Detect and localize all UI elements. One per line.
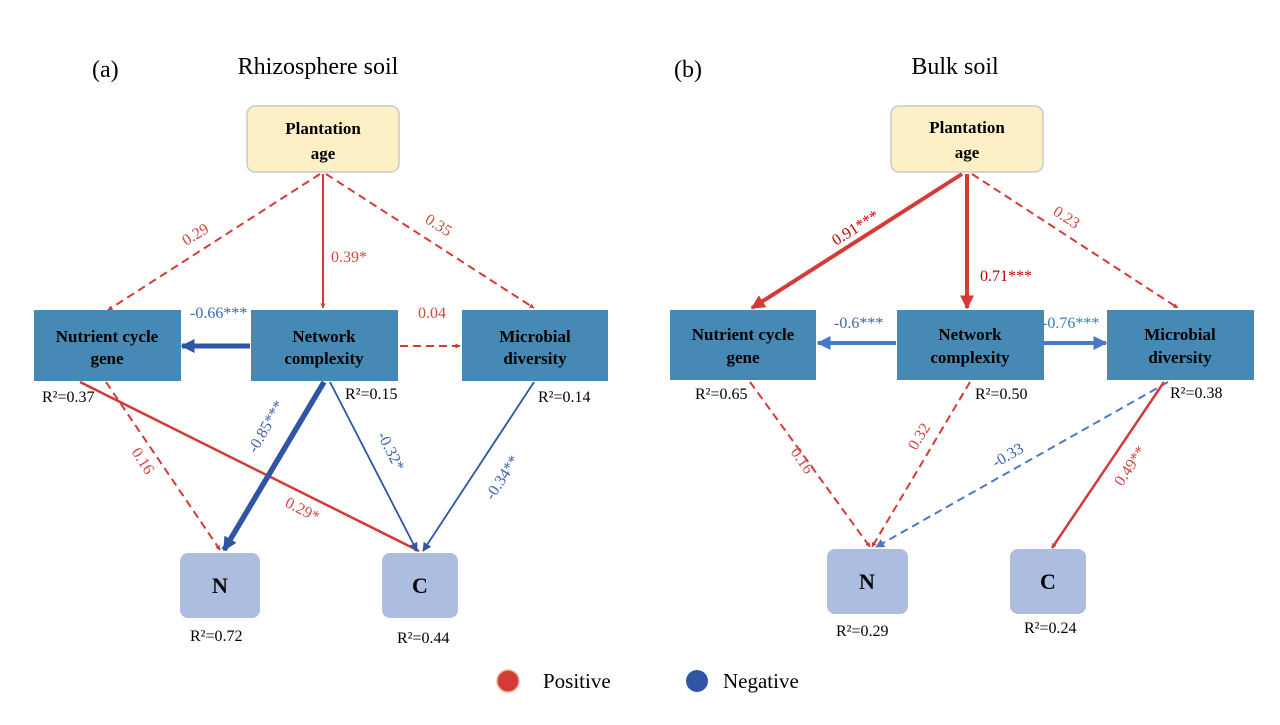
svg-text:Plantation: Plantation bbox=[929, 118, 1005, 137]
svg-text:diversity: diversity bbox=[1148, 348, 1212, 367]
node-a-plantation-age: Plantation age bbox=[246, 105, 400, 173]
svg-text:gene: gene bbox=[90, 349, 124, 368]
r2-a-microbial: R²=0.14 bbox=[538, 389, 591, 406]
coef-b-age-network: 0.71*** bbox=[980, 268, 1032, 285]
svg-text:diversity: diversity bbox=[503, 349, 567, 368]
coef-b-microbial-n: -0.33 bbox=[990, 440, 1027, 471]
coef-a-age-microbial: 0.35 bbox=[422, 211, 455, 240]
r2-a-c: R²=0.44 bbox=[397, 630, 450, 647]
node-b-microbial-diversity: Microbial diversity bbox=[1107, 310, 1254, 380]
r2-b-nutrient: R²=0.65 bbox=[695, 386, 748, 403]
panel-a: (a) Rhizosphere soil Plantation age Nutr… bbox=[34, 54, 608, 647]
path-a-nutrient-c bbox=[79, 380, 420, 553]
coef-b-network-nutrient: -0.6*** bbox=[834, 315, 883, 332]
path-a-age-nutrient bbox=[107, 173, 321, 311]
svg-text:complexity: complexity bbox=[930, 348, 1010, 367]
path-a-nutrient-n bbox=[105, 381, 221, 551]
svg-text:Microbial: Microbial bbox=[499, 327, 571, 346]
svg-text:C: C bbox=[1040, 569, 1056, 594]
panel-b: (b) Bulk soil Plantation age Nutrient cy… bbox=[670, 54, 1254, 640]
node-b-plantation-age: Plantation age bbox=[890, 105, 1044, 173]
node-a-microbial-diversity: Microbial diversity bbox=[462, 310, 608, 381]
node-a-nutrient-cycle-gene: Nutrient cycle gene bbox=[34, 310, 181, 381]
legend: Positive Negative bbox=[496, 669, 799, 693]
r2-b-network: R²=0.50 bbox=[975, 386, 1028, 403]
r2-b-c: R²=0.24 bbox=[1024, 620, 1077, 637]
legend-positive-label: Positive bbox=[543, 669, 611, 693]
node-b-nutrient-cycle-gene: Nutrient cycle gene bbox=[670, 310, 816, 380]
svg-text:age: age bbox=[311, 144, 336, 163]
r2-a-network: R²=0.15 bbox=[345, 386, 398, 403]
node-b-c: C bbox=[1010, 549, 1086, 614]
svg-text:N: N bbox=[212, 573, 228, 598]
r2-a-n: R²=0.72 bbox=[190, 628, 243, 645]
coef-a-network-microbial: 0.04 bbox=[418, 305, 446, 322]
panel-b-title: Bulk soil bbox=[911, 54, 999, 80]
svg-text:complexity: complexity bbox=[284, 349, 364, 368]
r2-a-nutrient: R²=0.37 bbox=[42, 389, 95, 406]
path-b-nutrient-n bbox=[749, 381, 871, 548]
legend-negative-label: Negative bbox=[723, 669, 799, 693]
legend-negative-swatch bbox=[686, 670, 708, 692]
node-a-c: C bbox=[382, 553, 458, 618]
svg-text:Nutrient cycle: Nutrient cycle bbox=[692, 325, 795, 344]
panel-a-letter: (a) bbox=[92, 57, 119, 83]
r2-b-n: R²=0.29 bbox=[836, 623, 889, 640]
coef-a-network-n: -0.85*** bbox=[245, 398, 288, 456]
svg-text:N: N bbox=[859, 569, 875, 594]
svg-text:Microbial: Microbial bbox=[1144, 325, 1216, 344]
svg-text:C: C bbox=[412, 573, 428, 598]
svg-text:Nutrient cycle: Nutrient cycle bbox=[56, 327, 159, 346]
path-b-network-n bbox=[871, 381, 971, 548]
node-a-network-complexity: Network complexity bbox=[251, 310, 398, 381]
panel-b-letter: (b) bbox=[674, 57, 702, 83]
path-b-age-nutrient bbox=[750, 172, 964, 310]
path-b-microbial-n bbox=[875, 381, 1169, 548]
svg-text:gene: gene bbox=[726, 348, 760, 367]
coef-b-nutrient-n: 0.16 bbox=[787, 445, 817, 478]
coef-a-microbial-c: -0.34** bbox=[482, 453, 523, 504]
svg-text:age: age bbox=[955, 143, 980, 162]
coef-a-network-c: -0.32* bbox=[373, 429, 407, 474]
r2-b-microbial: R²=0.38 bbox=[1170, 385, 1223, 402]
coef-a-network-nutrient: -0.66*** bbox=[190, 305, 247, 322]
path-a-microbial-c bbox=[422, 381, 535, 552]
path-a-network-n bbox=[221, 380, 327, 552]
path-b-microbial-c bbox=[1050, 381, 1166, 549]
panel-a-title: Rhizosphere soil bbox=[238, 54, 399, 80]
svg-text:Network: Network bbox=[292, 327, 356, 346]
path-a-network-c bbox=[329, 381, 418, 552]
svg-text:Plantation: Plantation bbox=[285, 119, 361, 138]
node-a-n: N bbox=[180, 553, 260, 618]
path-b-age-microbial bbox=[971, 173, 1179, 309]
coef-b-network-n: 0.32 bbox=[905, 420, 934, 453]
coef-b-network-microbial: -0.76*** bbox=[1042, 315, 1099, 332]
node-b-n: N bbox=[827, 549, 908, 614]
coef-a-age-network: 0.39* bbox=[331, 249, 367, 266]
legend-positive-swatch bbox=[496, 669, 520, 693]
node-b-network-complexity: Network complexity bbox=[897, 310, 1044, 380]
svg-text:Network: Network bbox=[938, 325, 1002, 344]
path-a-age-microbial bbox=[325, 173, 535, 309]
coef-a-age-nutrient: 0.29 bbox=[179, 220, 212, 249]
